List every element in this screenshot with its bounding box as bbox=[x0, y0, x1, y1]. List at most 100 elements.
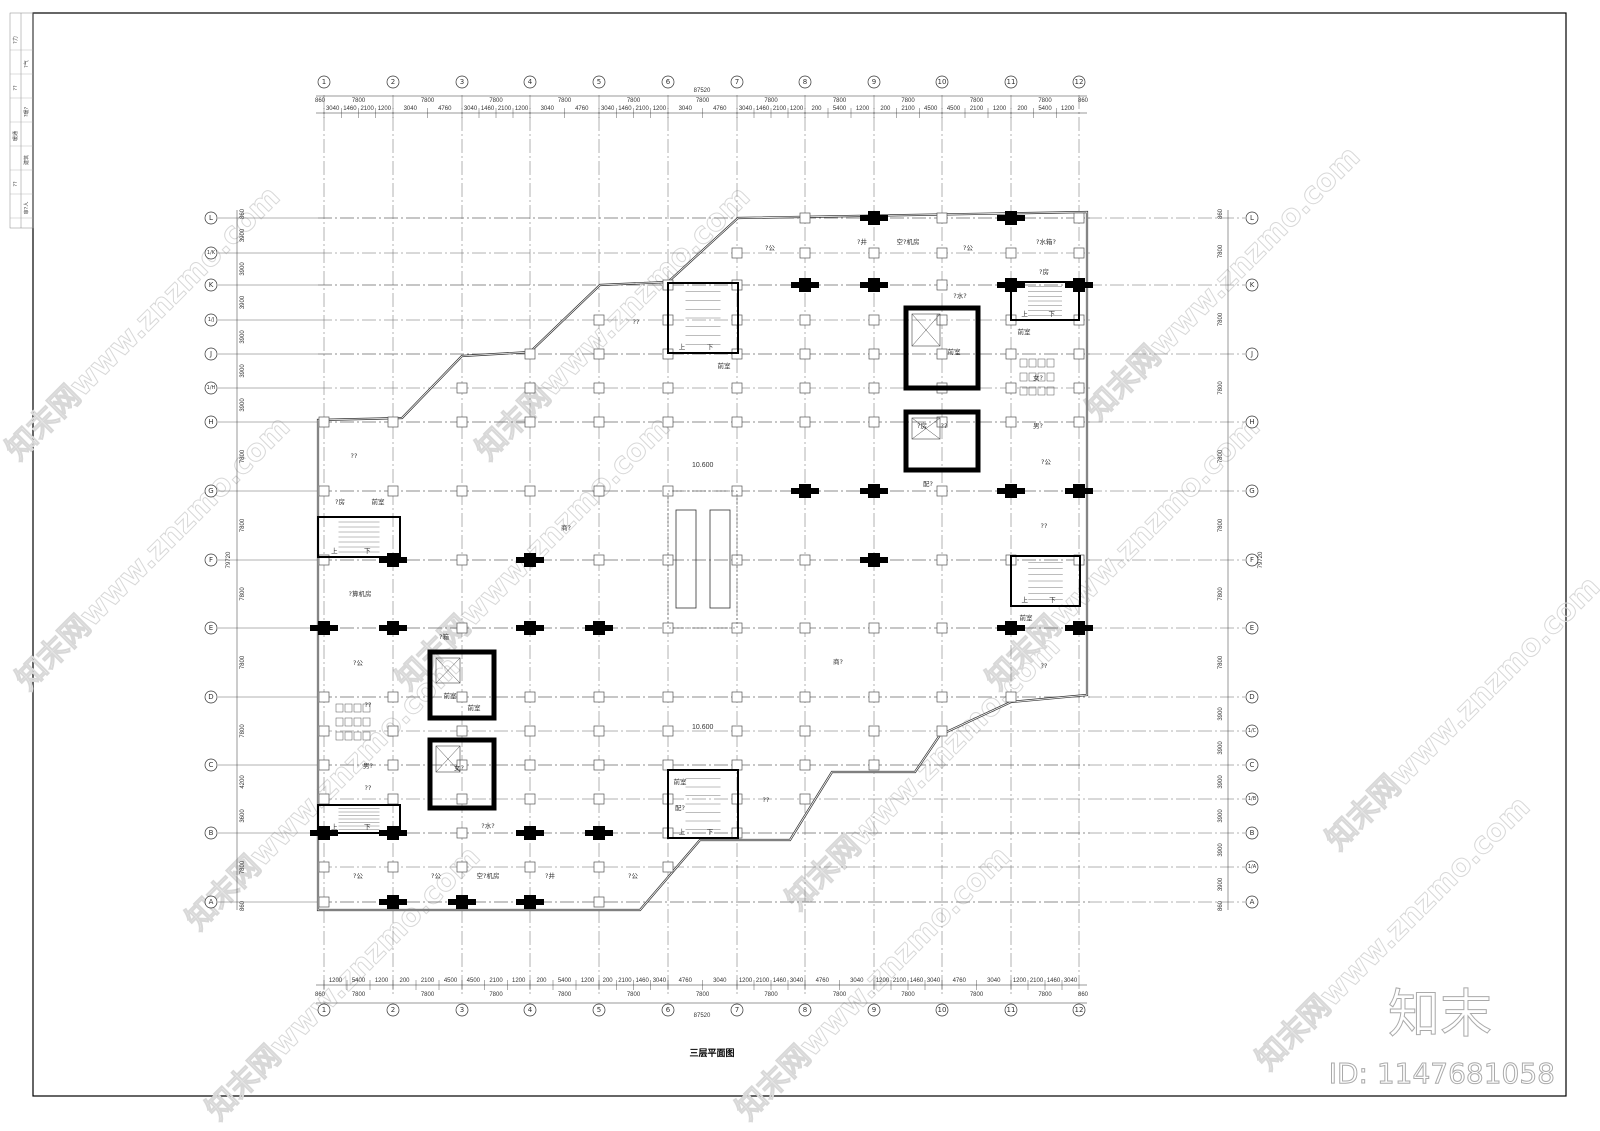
dimension-text: 200 bbox=[811, 106, 822, 112]
column-small bbox=[936, 622, 948, 634]
column-small bbox=[456, 691, 468, 703]
column-small bbox=[799, 793, 811, 805]
axis-bubble bbox=[935, 1003, 949, 1017]
column-small bbox=[731, 725, 743, 737]
dimension-text: 7800 bbox=[1038, 98, 1052, 104]
axis-bubble bbox=[798, 75, 812, 89]
column-wall-stub bbox=[791, 282, 819, 288]
column-small bbox=[936, 247, 948, 259]
dimension-text: 7800 bbox=[421, 992, 435, 998]
watermark-text: 知末网www.znzmo.com bbox=[469, 179, 757, 467]
dimension-text: 2100 bbox=[421, 978, 435, 984]
dimension-text: 7800 bbox=[764, 992, 778, 998]
elevator-cross bbox=[911, 417, 941, 440]
dimension-text: 1460 bbox=[756, 106, 770, 112]
dimension-text: 3900 bbox=[1218, 775, 1224, 789]
dimension-text: 3040 bbox=[1064, 978, 1078, 984]
core-wall bbox=[427, 649, 497, 721]
room-label: ?井 bbox=[545, 871, 555, 880]
axis-bubble bbox=[204, 758, 218, 772]
dimension-text: 3900 bbox=[240, 330, 246, 344]
column-small bbox=[1005, 416, 1017, 428]
column-small bbox=[524, 725, 536, 737]
axis-label-column: 12 bbox=[1075, 1006, 1084, 1014]
dimension-text: 7800 bbox=[489, 98, 503, 104]
room-label: ?公 bbox=[765, 244, 775, 252]
column-small bbox=[456, 759, 468, 771]
dimension-text: 3040 bbox=[927, 978, 941, 984]
axis-label-column: 2 bbox=[391, 78, 395, 86]
room-label: 配? bbox=[675, 804, 685, 812]
column-small bbox=[456, 382, 468, 394]
column-small bbox=[799, 212, 811, 224]
stair-enclosure bbox=[667, 769, 739, 839]
toilet-stall bbox=[344, 703, 353, 713]
column-small bbox=[1005, 691, 1017, 703]
column-small bbox=[1073, 416, 1085, 428]
dimension-text: 7800 bbox=[240, 518, 246, 532]
room-label: ?房 bbox=[1039, 267, 1049, 276]
axis-bubble bbox=[592, 1003, 606, 1017]
column-small bbox=[1005, 382, 1017, 394]
dimension-text: 5400 bbox=[558, 978, 572, 984]
dimension-text: 860 bbox=[315, 992, 326, 998]
dimension-text: 860 bbox=[315, 98, 326, 104]
stair-enclosure bbox=[317, 516, 401, 558]
column-small bbox=[318, 896, 330, 908]
axis-label-column: 4 bbox=[528, 1006, 533, 1014]
axis-bubble bbox=[867, 75, 881, 89]
axis-label-column: 1 bbox=[322, 78, 326, 86]
toilet-stall bbox=[362, 731, 371, 741]
stair-up-mark: 上 bbox=[1021, 309, 1028, 318]
axis-bubble bbox=[455, 1003, 469, 1017]
dimension-text: 2100 bbox=[635, 106, 649, 112]
axis-bubble bbox=[204, 381, 218, 395]
escalator bbox=[709, 509, 731, 609]
column-wall-stub bbox=[860, 215, 888, 221]
dimension-text: 3040 bbox=[653, 978, 667, 984]
room-label: 前室 bbox=[718, 361, 732, 370]
column-wall-stub bbox=[1065, 625, 1093, 631]
exterior-wall bbox=[316, 210, 1089, 912]
axis-label-column: 7 bbox=[735, 78, 739, 86]
toilet-stall bbox=[353, 731, 362, 741]
dimension-text: 860 bbox=[1078, 98, 1089, 104]
toilet-stall bbox=[1019, 372, 1028, 382]
column-wall-stub bbox=[860, 557, 888, 563]
axis-label-row: B bbox=[1250, 829, 1255, 837]
dimension-text: 7800 bbox=[1218, 518, 1224, 532]
dimension-text: 1460 bbox=[1047, 978, 1061, 984]
column-small bbox=[799, 691, 811, 703]
dimension-text: 860 bbox=[1218, 208, 1224, 219]
column-small bbox=[456, 416, 468, 428]
column-small bbox=[593, 861, 605, 873]
column-small bbox=[868, 691, 880, 703]
column-wall-stub bbox=[516, 830, 544, 836]
column-small bbox=[1073, 247, 1085, 259]
column-small bbox=[456, 554, 468, 566]
axis-label-row: 1/J bbox=[208, 317, 214, 323]
watermark-text: 知末网www.znzmo.com bbox=[779, 629, 1067, 917]
dimension-text: 2100 bbox=[618, 978, 632, 984]
column-small bbox=[1073, 212, 1085, 224]
toilet-stall bbox=[1037, 386, 1046, 396]
axis-label-column: 9 bbox=[872, 1006, 876, 1014]
room-label: 空?机房 bbox=[897, 237, 920, 246]
axis-label-row: J bbox=[1250, 350, 1253, 358]
column-small bbox=[662, 861, 674, 873]
dimension-text: 3900 bbox=[240, 228, 246, 242]
dimension-text: 4500 bbox=[467, 978, 481, 984]
axis-bubble bbox=[1245, 724, 1259, 738]
axis-bubble bbox=[1245, 792, 1259, 806]
axis-bubble bbox=[204, 347, 218, 361]
dimension-text: 200 bbox=[399, 978, 410, 984]
column-small bbox=[662, 382, 674, 394]
toilet-stall bbox=[1046, 372, 1055, 382]
title-block-text: ?暖? bbox=[23, 107, 30, 118]
axis-label-column: 10 bbox=[938, 78, 947, 86]
room-label: ?? bbox=[633, 318, 640, 326]
dimension-text: 3040 bbox=[601, 106, 615, 112]
dimension-text: 7800 bbox=[1218, 381, 1224, 395]
column-small bbox=[387, 416, 399, 428]
column-wall-stub bbox=[997, 488, 1025, 494]
